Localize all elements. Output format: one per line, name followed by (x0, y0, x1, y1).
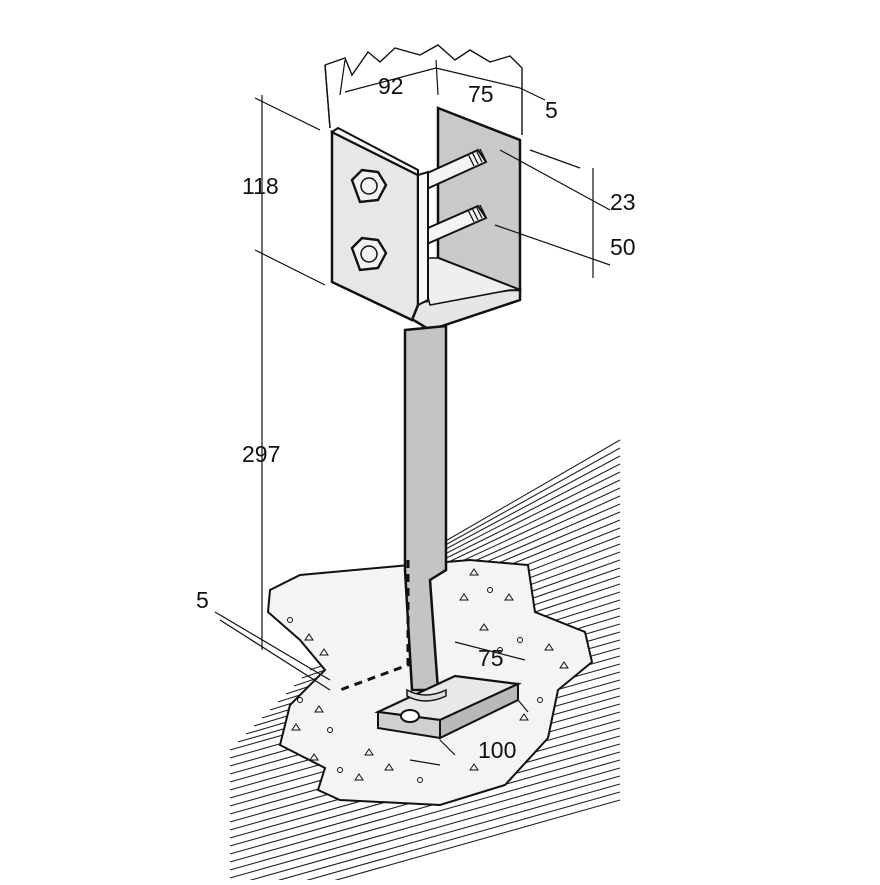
aggregate-speck (337, 767, 343, 773)
aggregate-speck (304, 633, 314, 641)
dim-base-thickness: 5 (196, 587, 209, 613)
aggregate-speck (291, 723, 301, 731)
aggregate-speck (297, 697, 303, 703)
aggregate-speck (517, 637, 523, 643)
aggregate-speck (497, 647, 503, 653)
hatch-line (413, 455, 621, 567)
concrete-aggregate (287, 568, 569, 783)
embedded-edge (339, 560, 410, 692)
hatch-line (429, 439, 621, 551)
dim-overall-height: 297 (242, 441, 280, 467)
dim-base-width: 100 (478, 737, 516, 763)
dim-top-width: 92 (378, 73, 404, 99)
dim-bolt-offset: 23 (610, 189, 636, 215)
aggregate-speck (537, 697, 543, 703)
aggregate-speck (314, 705, 324, 713)
hatch-line (229, 759, 621, 871)
aggregate-speck (469, 568, 479, 576)
dim-bolt-spacing: 50 (610, 234, 636, 260)
aggregate-speck (319, 648, 329, 656)
hatch-line (229, 767, 621, 879)
aggregate-speck (309, 753, 319, 761)
aggregate-speck (364, 748, 374, 756)
dim-bracket-height: 118 (242, 173, 279, 199)
front-bracket-plate (330, 129, 420, 322)
dimension-lines (214, 59, 611, 766)
aggregate-speck (327, 727, 333, 733)
hatch-line (316, 799, 621, 885)
dim-plate-thickness-top: 5 (545, 97, 558, 123)
aggregate-speck (487, 587, 493, 593)
base-plate-hole (400, 709, 420, 723)
aggregate-speck (459, 593, 469, 601)
steel-stem (403, 324, 448, 692)
threaded-bolts (410, 148, 488, 249)
timber-post-outline (324, 44, 523, 135)
dim-base-depth: 75 (478, 645, 504, 671)
hatch-line (231, 775, 621, 885)
front-plate-edge (417, 170, 429, 307)
aggregate-speck (384, 763, 394, 771)
aggregate-speck (479, 623, 489, 631)
aggregate-speck (354, 773, 364, 781)
aggregate-speck (519, 713, 529, 721)
aggregate-speck (544, 643, 554, 651)
aggregate-speck (469, 763, 479, 771)
hex-nut-icon (350, 168, 388, 272)
aggregate-speck (287, 617, 293, 623)
hatch-line (259, 783, 621, 885)
aggregate-speck (559, 661, 569, 669)
hatch-line (229, 751, 621, 863)
dim-top-depth: 75 (468, 81, 494, 107)
aggregate-speck (504, 593, 514, 601)
weld-bead (406, 688, 447, 702)
hatch-line (421, 447, 621, 559)
aggregate-speck (417, 777, 423, 783)
